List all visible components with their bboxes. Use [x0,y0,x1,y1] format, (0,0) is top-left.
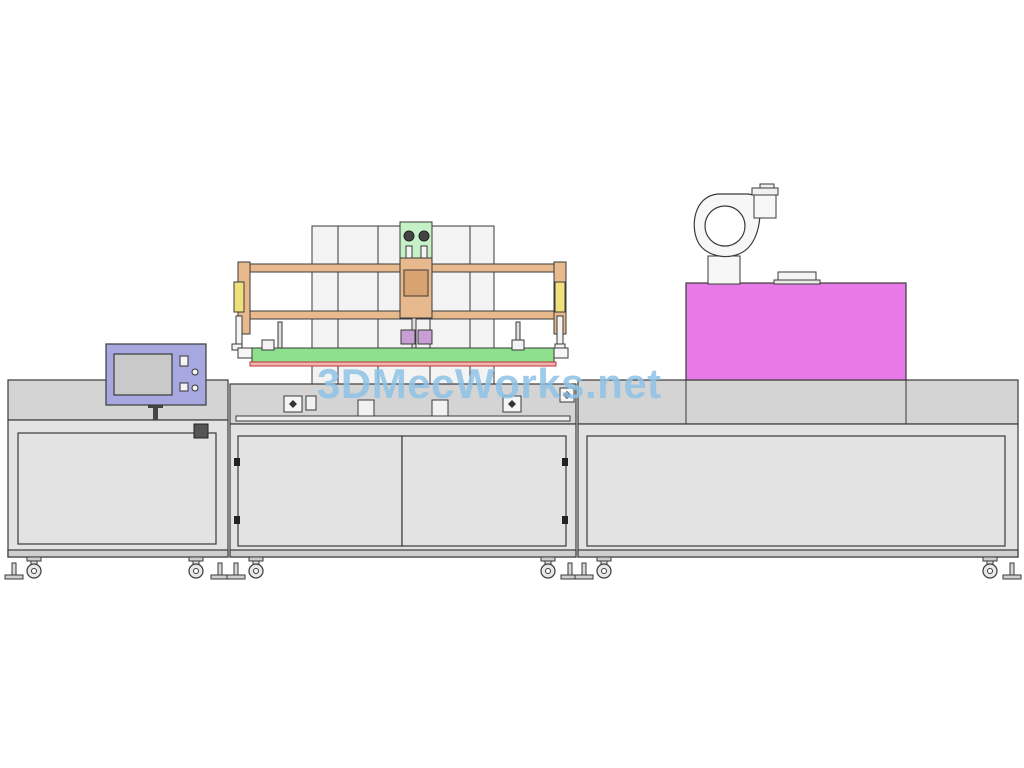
print-table-rail [235,415,571,422]
door-hinge [562,458,568,466]
control-cabinet-door [17,432,217,545]
printing-station-door-right [401,435,567,547]
door-hinge [234,458,240,466]
control-cabinet-latch [193,423,209,439]
caster-wheel [26,556,42,579]
drying-oven [574,271,1022,580]
lift-cylinder-left [403,230,415,242]
printing-station-base [229,549,577,558]
leveling-foot [1002,562,1022,580]
leveling-foot [574,562,594,580]
oven-cabinet-base [577,549,1019,558]
blower-impeller [704,205,746,247]
clamp-block [357,399,375,417]
control-cabinet-base [7,549,229,558]
leveling-foot [4,562,24,580]
clamp-block [305,395,317,411]
leveling-foot [226,562,246,580]
screen-button-c [179,382,189,392]
printing-station [226,221,580,580]
blower-outlet [753,193,777,219]
squeegee-rod [277,321,283,351]
blower-stand [707,255,741,285]
control-cabinet [4,379,230,580]
clamp-block [431,399,449,417]
caster-wheel [596,556,612,579]
printing-station-door-left [237,435,403,547]
side-cylinder-left [231,281,245,351]
touch-screen [105,343,207,420]
rail-block-left [283,395,303,413]
squeegee-holder [400,329,416,345]
squeegee-holder [417,329,433,345]
heating-chamber [685,282,907,381]
rail-block-right [502,395,522,413]
lift-cylinder-right [418,230,430,242]
oven-conveyor-top [577,379,1019,425]
rail-block-end [559,387,575,403]
screen-button-d [191,384,199,392]
caster-wheel [982,556,998,579]
screen-button-b [191,368,199,376]
oven-cabinet-door [586,435,1006,547]
gantry-center-carriage-plate [403,269,429,297]
blower-outlet-flange [751,187,779,196]
side-cylinder-right [554,281,566,351]
screen-display [113,353,173,396]
door-hinge [234,516,240,524]
screen-button-a [179,355,189,367]
screen-frame-green [251,347,555,363]
caster-wheel [248,556,264,579]
caster-wheel [188,556,204,579]
screen-frame-edge [249,361,557,367]
door-hinge [562,516,568,524]
leveling-foot [210,562,230,580]
screen-arm [153,405,158,420]
caster-wheel [540,556,556,579]
blower [693,183,779,285]
